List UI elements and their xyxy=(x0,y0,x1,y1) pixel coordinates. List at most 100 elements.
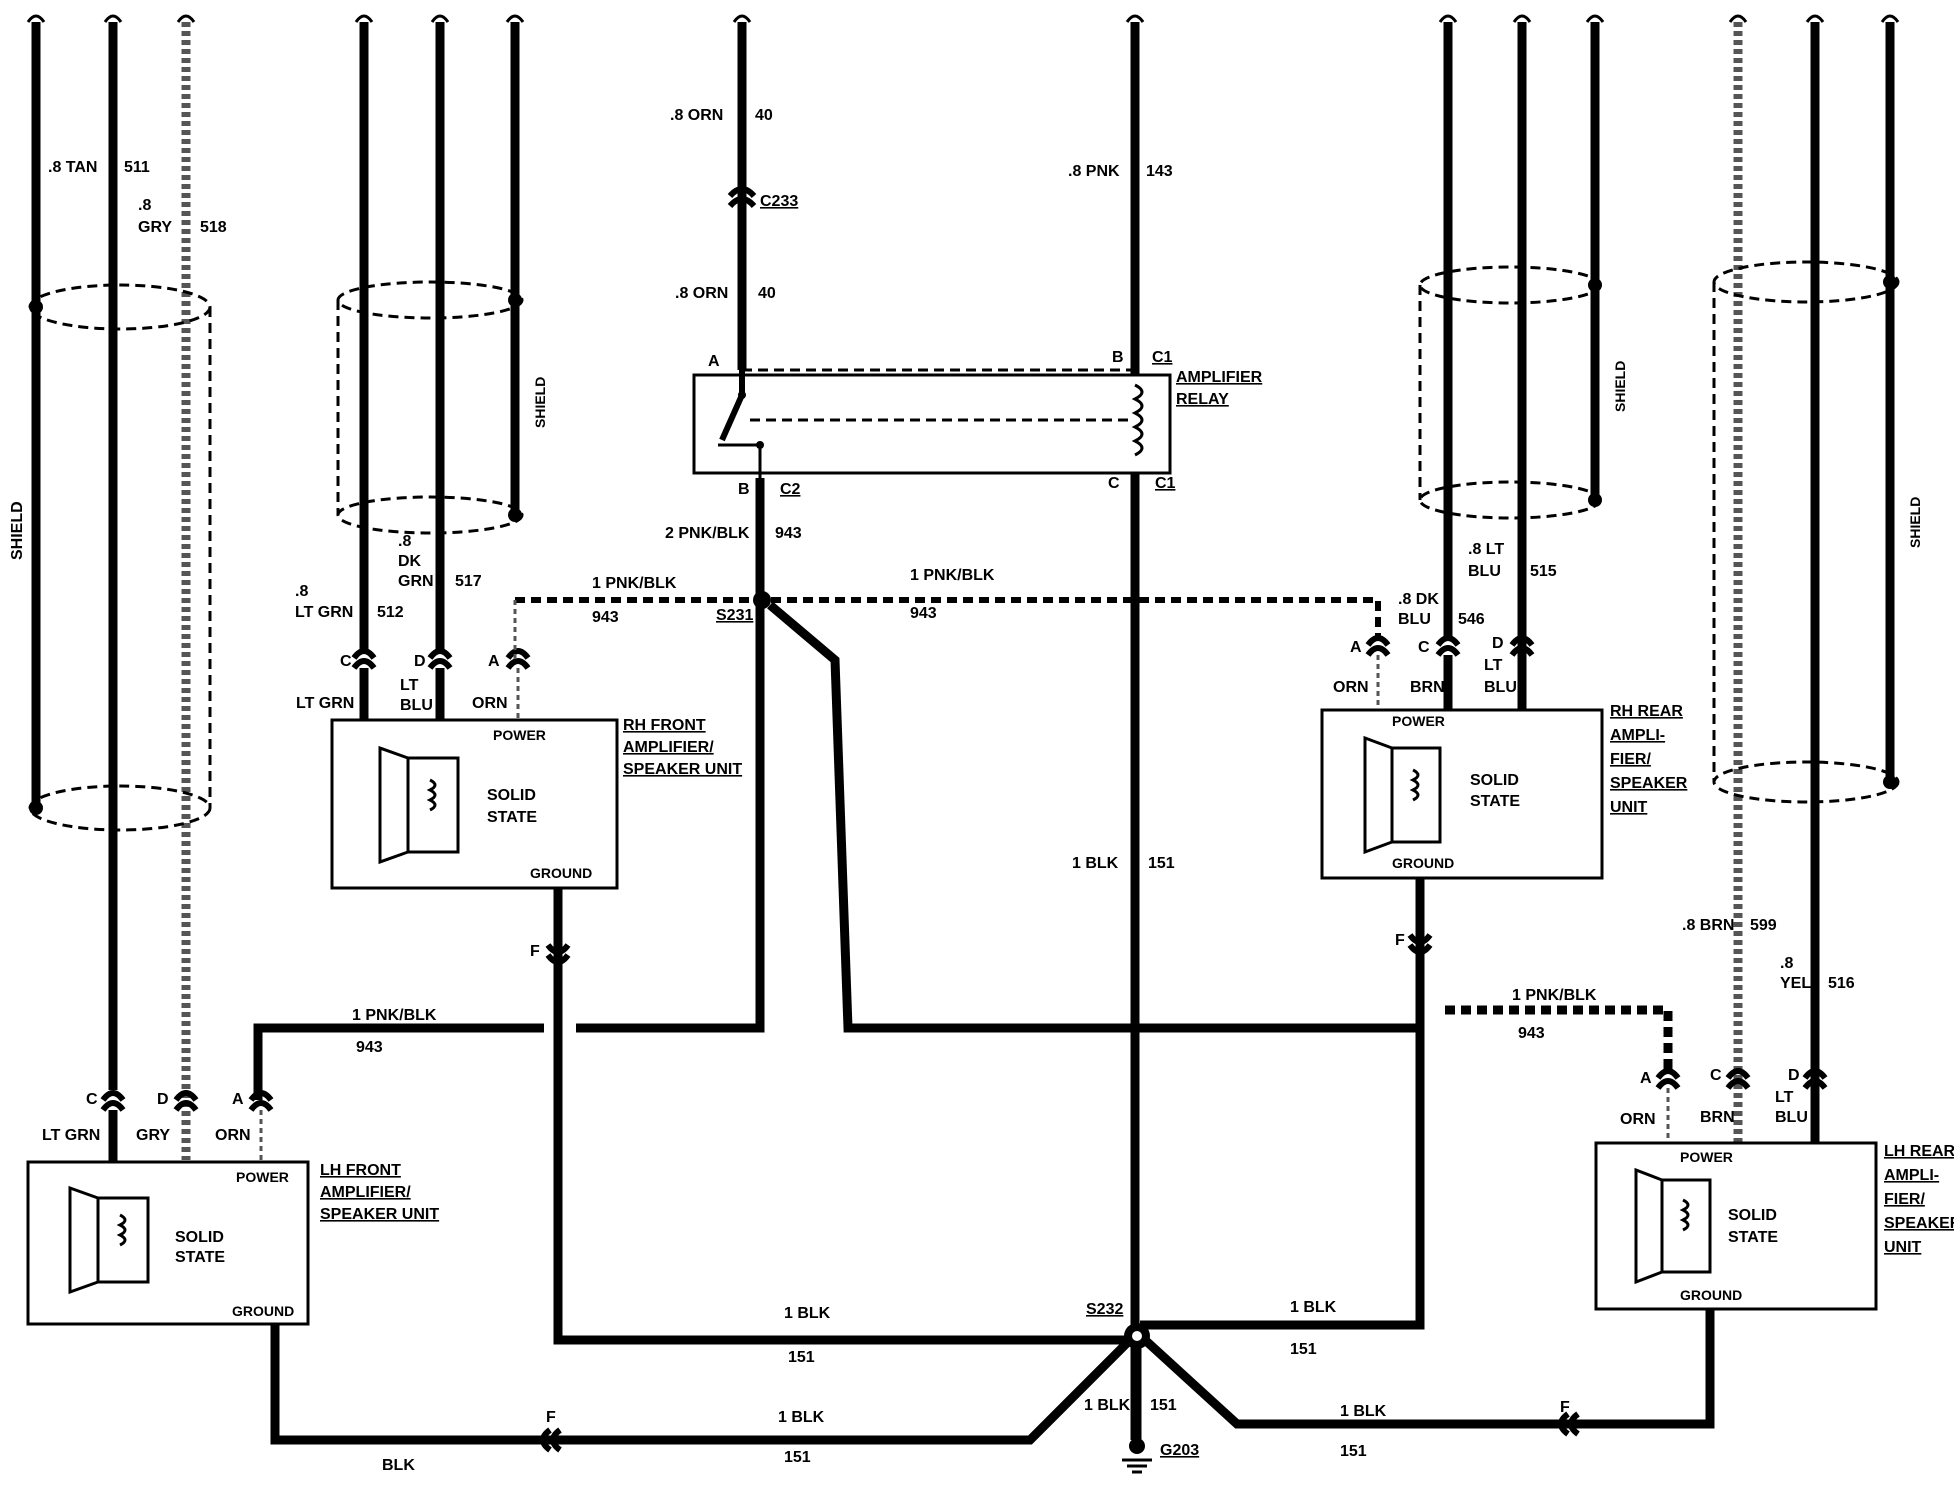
lh-rear-unit: POWER GROUND SOLID STATE LH REAR AMPLI- … xyxy=(1594,1141,1954,1311)
rhf-color-blu: BLU xyxy=(400,697,433,714)
rhr-dk-gauge: .8 DK xyxy=(1398,591,1439,608)
rhf-title-3: SPEAKER UNIT xyxy=(623,761,742,778)
relay-pin-b2: B xyxy=(738,481,750,498)
blk-lhf-circuit: 151 xyxy=(784,1449,811,1466)
rhf-color-orn: ORN xyxy=(472,695,508,712)
lhr-state: STATE xyxy=(1728,1229,1778,1246)
rhr-pin-a: A xyxy=(1350,639,1362,656)
rh-rear-wires: SHIELD .8 LT BLU 515 .8 DK BLU 546 A C D… xyxy=(1333,14,1628,710)
lh-solid: SOLID xyxy=(175,1229,224,1246)
shield-label-rhr: SHIELD xyxy=(1612,361,1628,412)
rhr-power: POWER xyxy=(1392,713,1445,729)
relay-title-1: AMPLIFIER xyxy=(1176,369,1263,386)
pnkblk-ll-circuit: 943 xyxy=(356,1039,383,1056)
rhf-pin-d: D xyxy=(414,653,426,670)
c233-connector xyxy=(727,186,757,209)
shield-label-rhf: SHIELD xyxy=(532,377,548,428)
pnkblk-lr-gauge: 1 PNK/BLK xyxy=(1512,987,1597,1004)
lh-shield-dot-top xyxy=(29,300,43,314)
g203-label: G203 xyxy=(1160,1442,1199,1459)
lhf-ground-wire xyxy=(270,1324,1134,1445)
lh-pin-a: A xyxy=(232,1091,244,1108)
rhf-dk-c1: DK xyxy=(398,553,422,570)
pnkblk-distribution: 1 PNK/BLK 943 1 PNK/BLK 943 1 PNK/BLK 94… xyxy=(253,567,1673,1100)
lh-ground: GROUND xyxy=(232,1303,294,1319)
lhr-title-1: LH REAR xyxy=(1884,1143,1954,1160)
shield-label-lhr: SHIELD xyxy=(1907,497,1923,548)
lh-rear-wires: SHIELD .8 BRN 599 .8 YEL 516 A C D ORN B… xyxy=(1620,14,1923,1143)
lhr-ground: GROUND xyxy=(1680,1287,1742,1303)
rhr-ground: GROUND xyxy=(1392,855,1454,871)
lh-conn-c xyxy=(100,1090,126,1112)
pnkblk-down-left xyxy=(576,605,765,1033)
rhf-pin-f: F xyxy=(530,943,540,960)
rhr-dk-circuit: 546 xyxy=(1458,611,1485,628)
rhr-lt-gauge: .8 LT xyxy=(1468,541,1504,558)
rhr-pin-f: F xyxy=(1395,932,1405,949)
lhr-color-brn: BRN xyxy=(1700,1109,1735,1126)
orn-top-gauge: .8 ORN xyxy=(670,107,723,124)
s231-label: S231 xyxy=(716,607,753,624)
pnk-gauge: .8 PNK xyxy=(1068,163,1120,180)
lhr-yel-gauge: .8 xyxy=(1780,955,1793,972)
relay-c1-top: C1 xyxy=(1152,349,1173,366)
relay-title-2: RELAY xyxy=(1176,391,1229,408)
blk-ground-gauge: 1 BLK xyxy=(1084,1397,1131,1414)
rhr-color-orn: ORN xyxy=(1333,679,1369,696)
rhr-ground-wire xyxy=(1140,878,1425,1330)
lh-shield-dot-bottom xyxy=(29,801,43,815)
g203-dot xyxy=(1129,1438,1145,1454)
rhr-pin-d: D xyxy=(1492,635,1504,652)
rhr-lt-circuit: 515 xyxy=(1530,563,1557,580)
rhr-title-4: SPEAKER xyxy=(1610,775,1688,792)
lhr-pin-c: C xyxy=(1710,1067,1722,1084)
blk-lhr-gauge: 1 BLK xyxy=(1340,1403,1387,1420)
lh-tan-circuit: 511 xyxy=(124,159,150,176)
lhr-title-3: FIER/ xyxy=(1884,1191,1925,1208)
rhr-solid: SOLID xyxy=(1470,772,1519,789)
ground-circuit: 1 BLK 151 F 1 BLK 151 F 1 BLK 151 S232 F… xyxy=(270,855,1715,1474)
blk-main-circuit: 151 xyxy=(1148,855,1175,872)
pnkblk-left-circuit: 943 xyxy=(592,609,619,626)
rhf-color-lt: LT xyxy=(400,677,419,694)
lhf-pin-f: F xyxy=(546,1409,556,1426)
lh-state: STATE xyxy=(175,1249,225,1266)
rhr-dk-color: BLU xyxy=(1398,611,1431,628)
rhf-pin-c: C xyxy=(340,653,352,670)
lhr-color-lt: LT xyxy=(1775,1089,1794,1106)
rh-front-wires: SHIELD .8 DK GRN 517 .8 LT GRN 512 C D A… xyxy=(295,14,548,720)
blk-lhf-gauge: 1 BLK xyxy=(778,1409,825,1426)
pnkblk-top-run xyxy=(515,597,1381,640)
rhf-title-2: AMPLIFIER/ xyxy=(623,739,714,756)
relay-out-circuit: 943 xyxy=(775,525,802,542)
rhf-solid: SOLID xyxy=(487,787,536,804)
lh-pin-d: D xyxy=(157,1091,169,1108)
lhr-title-5: UNIT xyxy=(1884,1239,1922,1256)
lh-gry-color: GRY xyxy=(138,219,172,236)
rhr-color-blu: BLU xyxy=(1484,679,1517,696)
lhr-brn-gauge: .8 BRN xyxy=(1682,917,1734,934)
pnkblk-lr-circuit: 943 xyxy=(1518,1025,1545,1042)
pnkblk-lower-right xyxy=(1445,1005,1673,1070)
rhr-lt-color: BLU xyxy=(1468,563,1501,580)
lh-tan-gauge: .8 TAN xyxy=(48,159,97,176)
lhr-power: POWER xyxy=(1680,1149,1733,1165)
lhr-brn-circuit: 599 xyxy=(1750,917,1777,934)
rhr-color-brn: BRN xyxy=(1410,679,1445,696)
relay-pin-b: B xyxy=(1112,349,1124,366)
lhr-color-blu: BLU xyxy=(1775,1109,1808,1126)
blk-main-gauge: 1 BLK xyxy=(1072,855,1119,872)
rhr-pin-c: C xyxy=(1418,639,1430,656)
lh-shield-top xyxy=(28,283,212,331)
rhf-power: POWER xyxy=(493,727,546,743)
relay-c1-bottom: C1 xyxy=(1155,475,1176,492)
lhr-color-orn: ORN xyxy=(1620,1111,1656,1128)
lhr-yel-color: YEL xyxy=(1780,975,1811,992)
lh-front-title-3: SPEAKER UNIT xyxy=(320,1206,439,1223)
blk-lhf-lower: BLK xyxy=(382,1457,415,1474)
rhf-color-ltgrn: LT GRN xyxy=(296,695,354,712)
rhf-dk-c2: GRN xyxy=(398,573,434,590)
ground-symbol-icon xyxy=(1122,1458,1152,1474)
